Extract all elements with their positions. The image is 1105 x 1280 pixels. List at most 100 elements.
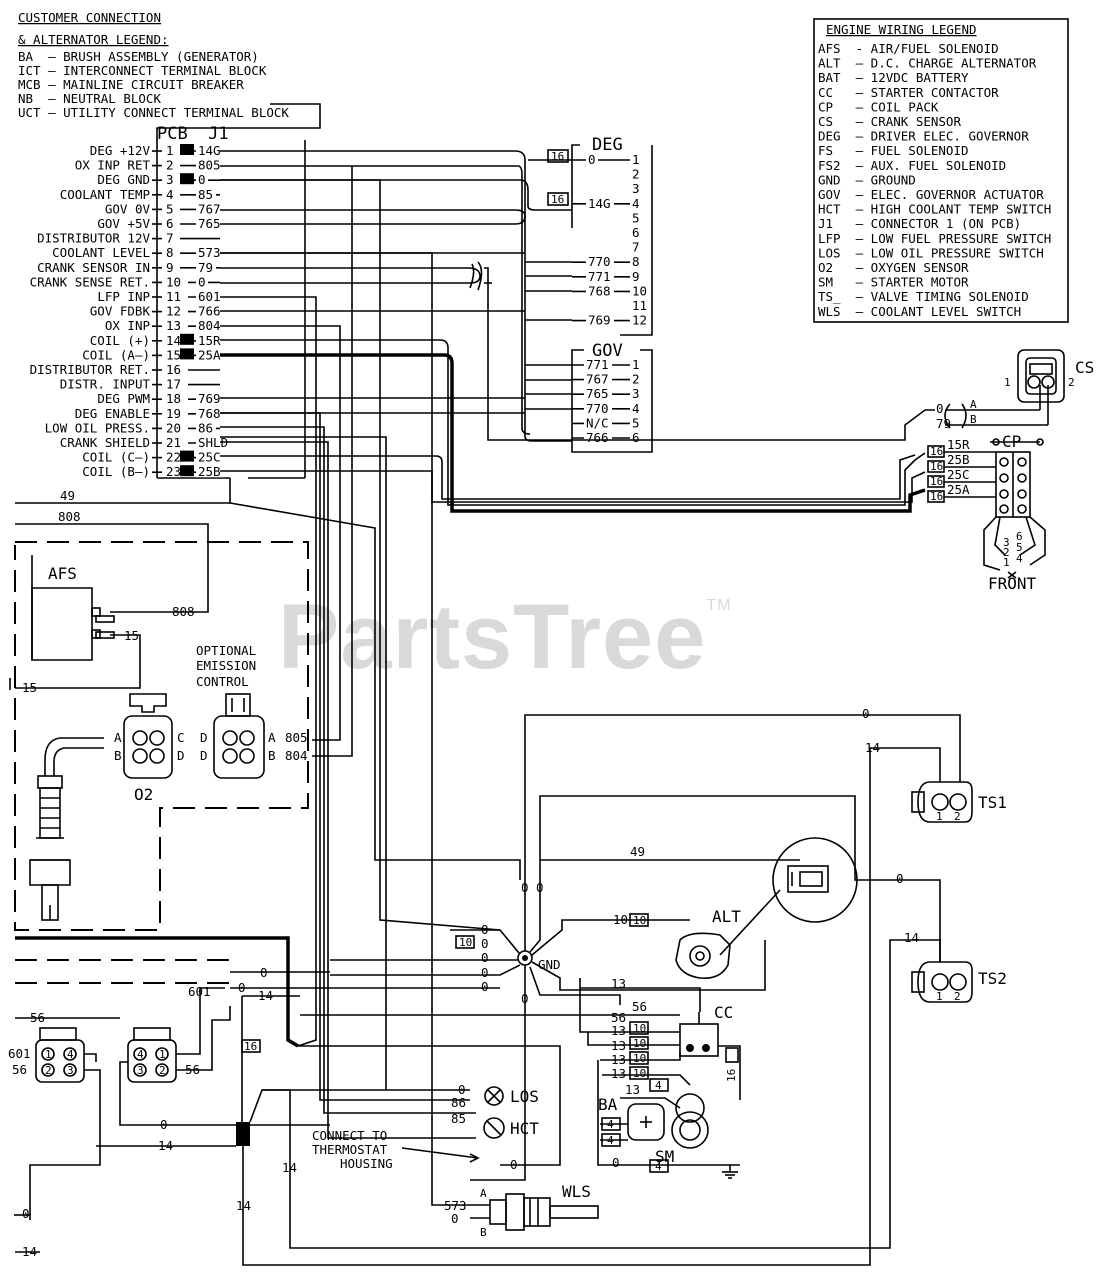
svg-text:1: 1 — [936, 990, 943, 1003]
pcb-pin-wire-label: 765 — [198, 216, 221, 231]
pcb-pin-number: 23 — [166, 464, 181, 479]
gov-pin-wire: 765 — [586, 386, 609, 401]
svg-text:601: 601 — [8, 1046, 31, 1061]
svg-text:573: 573 — [444, 1198, 467, 1213]
lower-harness — [15, 936, 299, 1048]
svg-text:3: 3 — [67, 1064, 74, 1077]
svg-text:3: 3 — [1003, 536, 1010, 549]
gov-pin-wire: 771 — [586, 357, 609, 372]
svg-text:15: 15 — [22, 680, 37, 695]
svg-text:1: 1 — [1004, 376, 1011, 389]
note-line3: HOUSING — [340, 1156, 393, 1171]
pcb-down-runs: 0 86 85 573 0 — [220, 179, 561, 1226]
pcb-pin-wire-label: 25C — [198, 450, 221, 465]
engine-legend-entry: TS_ – VALVE TIMING SOLENOID — [818, 289, 1029, 304]
svg-text:25A: 25A — [947, 482, 970, 497]
svg-text:2: 2 — [159, 1064, 166, 1077]
svg-text:0: 0 — [481, 950, 489, 965]
pcb-pin-label: COIL (+) — [90, 333, 150, 348]
note-line2: THERMOSTAT — [312, 1142, 388, 1157]
engine-legend-entry: SM – STARTER MOTOR — [818, 275, 969, 290]
deg-pin-number: 4 — [632, 196, 640, 211]
svg-text:4: 4 — [67, 1048, 74, 1061]
crank-sensor-wiring: 0 79 A B — [220, 261, 1049, 441]
gov-pin-number: 5 — [632, 415, 640, 430]
pcb-pin-label: DEG +12V — [90, 143, 151, 158]
ts2-title: TS2 — [978, 969, 1007, 988]
pcb-pin-number: 6 — [166, 216, 174, 231]
ts1-title: TS1 — [978, 793, 1007, 812]
pcb-pin-label: DEG GND — [97, 172, 150, 187]
engine-legend-entry: GOV – ELEC. GOVERNOR ACTUATOR — [818, 187, 1044, 202]
svg-text:15R: 15R — [947, 437, 970, 452]
pcb-pin-number: 8 — [166, 245, 174, 260]
cp-front: FRONT — [988, 574, 1037, 593]
customer-legend-entry: BA – BRUSH ASSEMBLY (GENERATOR) — [18, 49, 259, 64]
svg-text:10: 10 — [633, 914, 646, 927]
svg-text:B: B — [268, 748, 276, 763]
sm-title: SM — [655, 1147, 674, 1166]
pcb-pin-label: OX INP — [105, 318, 150, 333]
svg-text:0: 0 — [936, 401, 944, 416]
engine-legend-entry: CC – STARTER CONTACTOR — [818, 85, 999, 100]
svg-text:5: 5 — [1016, 541, 1023, 554]
los-switch: LOS — [484, 1086, 539, 1106]
pcb-pin-number: 10 — [166, 274, 181, 289]
customer-legend-title: CUSTOMER CONNECTION — [18, 10, 161, 25]
svg-text:79: 79 — [936, 416, 951, 431]
svg-text:14: 14 — [258, 988, 273, 1003]
gov-pin-number: 3 — [632, 386, 640, 401]
svg-text:4: 4 — [655, 1160, 662, 1173]
alternator: ALT — [675, 837, 858, 980]
pcb-pin-label: GOV 0V — [105, 201, 151, 216]
pcb-pin-label: COOLANT LEVEL — [52, 245, 150, 260]
customer-legend-entry: ICT – INTERCONNECT TERMINAL BLOCK — [18, 63, 267, 78]
pcb-pin-label: COIL (C–) — [82, 450, 150, 465]
svg-text:16: 16 — [551, 193, 564, 206]
pcb-pin-label: DISTRIBUTOR 12V — [37, 231, 150, 246]
pcb-pin-wire-label: 767 — [198, 201, 221, 216]
gov-pin-wire: N/C — [586, 415, 609, 430]
svg-text:2: 2 — [954, 810, 961, 823]
pcb-deg-bundle — [220, 150, 572, 442]
svg-text:86: 86 — [451, 1095, 466, 1110]
afs-solenoid: AFS — [31, 555, 115, 661]
svg-text:601: 601 — [188, 984, 211, 999]
starter-motor: BA 13 4 4 4 SM 4 0 — [598, 1078, 738, 1179]
deg-pin-number: 11 — [632, 298, 647, 313]
ts1-solenoid: 1 2 TS1 14 — [865, 740, 1007, 860]
svg-text:0: 0 — [481, 979, 489, 994]
pcb-pin-wire-label: 0 — [198, 274, 206, 289]
svg-text:49: 49 — [630, 844, 645, 859]
svg-text:2: 2 — [45, 1064, 52, 1077]
svg-text:0: 0 — [510, 1157, 518, 1172]
deg-pin-wire: 768 — [588, 283, 611, 298]
pcb-pin-number: 2 — [166, 158, 174, 173]
svg-text:14: 14 — [904, 930, 919, 945]
pcb-pin-number: 5 — [166, 201, 174, 216]
svg-text:14: 14 — [865, 740, 880, 755]
pcb-pin-wire-label: 85 — [198, 187, 213, 202]
svg-text:10: 10 — [633, 1022, 646, 1035]
svg-text:16: 16 — [930, 445, 943, 458]
pcb-pin-label: DISTR. INPUT — [60, 377, 151, 392]
deg-pin-wire: 14G — [588, 196, 611, 211]
engine-legend-entry: FS2 – AUX. FUEL SOLENOID — [818, 158, 1006, 173]
svg-text:56: 56 — [611, 1010, 626, 1025]
svg-text:16: 16 — [551, 150, 564, 163]
svg-text:14: 14 — [282, 1160, 297, 1175]
engine-legend-entry: LFP – LOW FUEL PRESSURE SWITCH — [818, 231, 1051, 246]
svg-text:2: 2 — [1003, 546, 1010, 559]
svg-text:0: 0 — [481, 922, 489, 937]
pcb-pin-number: 1 — [166, 143, 174, 158]
deg-pin-number: 6 — [632, 225, 640, 240]
gov-pin-number: 1 — [632, 357, 640, 372]
svg-text:85: 85 — [451, 1111, 466, 1126]
engine-legend: ENGINE WIRING LEGEND AFS - AIR/FUEL SOLE… — [813, 18, 1069, 323]
engine-legend-entry: BAT – 12VDC BATTERY — [818, 70, 969, 85]
pcb-pin-label: DEG PWM — [97, 391, 150, 406]
fs-connector: 4 1 3 2 56 0 — [119, 987, 330, 1132]
svg-text:1: 1 — [1003, 556, 1010, 569]
